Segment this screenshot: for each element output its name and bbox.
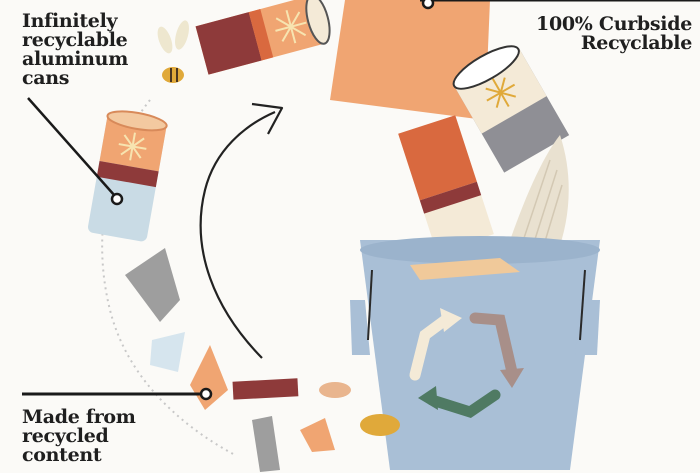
callout-cans: Infinitely recyclable aluminum cans bbox=[22, 12, 128, 88]
orange-carton bbox=[398, 115, 494, 252]
callout-recycled: Made from recycled content bbox=[22, 408, 136, 465]
callout-recycled-line-3: content bbox=[22, 446, 136, 465]
debris-gray bbox=[125, 248, 180, 322]
callout-curbside-line-2: Recyclable bbox=[536, 34, 692, 53]
aluminum-can-left bbox=[87, 108, 168, 243]
debris-maroon bbox=[233, 378, 299, 399]
bee-icon bbox=[155, 19, 192, 83]
aluminum-can-top bbox=[196, 0, 335, 75]
debris-gold bbox=[360, 414, 400, 436]
cycle-arrow-head bbox=[252, 104, 282, 134]
debris-peach bbox=[190, 345, 228, 410]
debris-peach-small bbox=[300, 418, 335, 452]
debris-gray-bar bbox=[252, 416, 280, 472]
cycle-arrow bbox=[201, 112, 275, 358]
debris-tan bbox=[319, 382, 351, 398]
callout-cans-line-4: cans bbox=[22, 69, 128, 88]
callout-curbside: 100% Curbside Recyclable bbox=[536, 15, 692, 53]
callout-line-cans bbox=[28, 98, 115, 196]
debris-blue bbox=[150, 332, 185, 372]
